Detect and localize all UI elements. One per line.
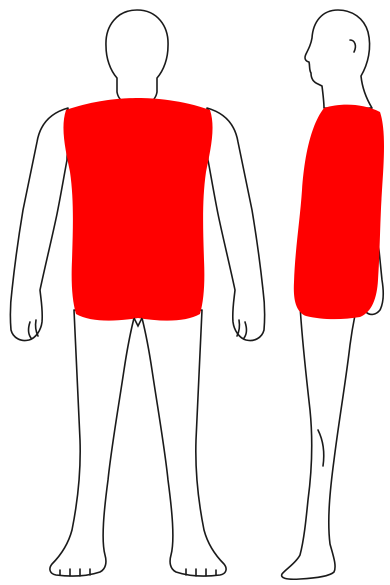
front-torso-highlight (63, 98, 212, 321)
front-head (106, 10, 168, 103)
side-torso-highlight (294, 105, 384, 319)
front-left-leg (50, 310, 134, 576)
front-crotch-line (134, 318, 142, 326)
front-right-leg (142, 310, 226, 576)
front-right-arm (207, 108, 265, 341)
side-head (305, 10, 372, 108)
front-left-arm (10, 108, 68, 341)
side-legs (282, 305, 355, 579)
